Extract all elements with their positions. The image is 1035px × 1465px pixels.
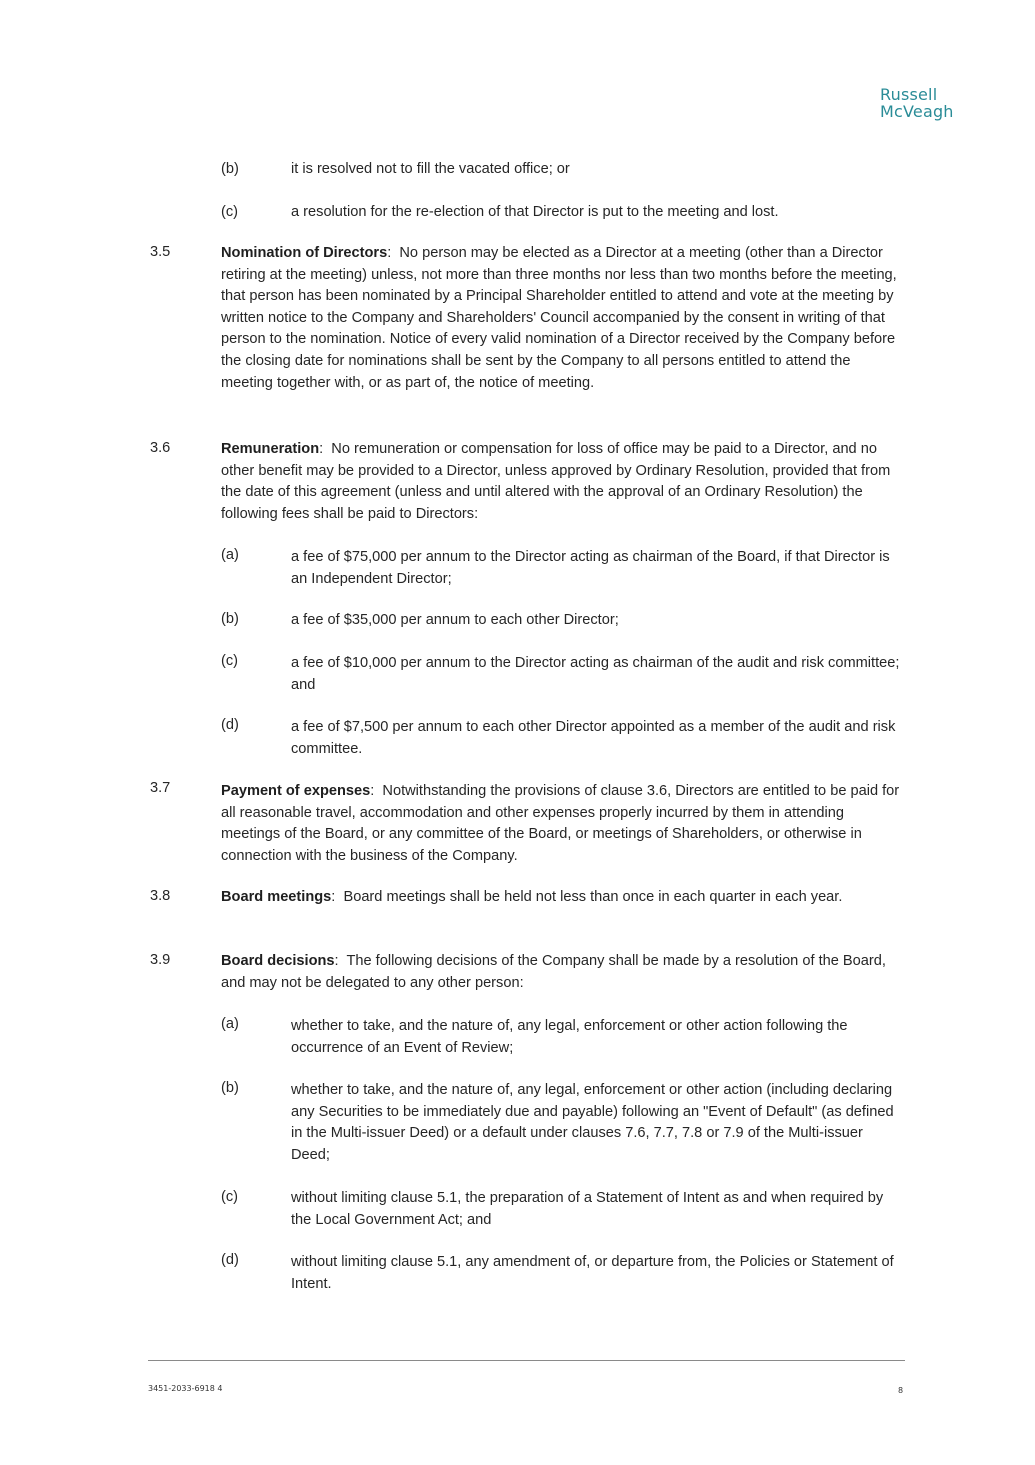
clause-body: The following decisions of the Company s… (221, 953, 886, 991)
item-text: without limiting clause 5.1, any amendme… (291, 1254, 894, 1292)
clause-heading: Remuneration (221, 441, 320, 457)
clause-paragraph: Board decisions: The following decisions… (221, 953, 886, 991)
firm-logo: Russell McVeagh (880, 86, 954, 120)
clause-paragraph: Board meetings: Board meetings shall be … (221, 889, 843, 905)
item-text: a fee of $7,500 per annum to each other … (291, 719, 896, 757)
clause-paragraph: Payment of expenses: Notwithstanding the… (221, 783, 900, 864)
clause-number: 3.9 (150, 952, 171, 968)
logo-line-1: Russell (880, 85, 938, 104)
clause-body: Notwithstanding the provisions of clause… (221, 783, 900, 864)
clause-number: 3.7 (150, 780, 171, 796)
clause-body: No person may be elected as a Director a… (221, 245, 897, 391)
item-text: a resolution for the re-election of that… (291, 204, 779, 220)
item-label: (b) (221, 1080, 239, 1096)
logo-line-2: McVeagh (880, 102, 954, 121)
clause-heading: Payment of expenses (221, 783, 371, 799)
footer-divider (148, 1360, 905, 1361)
clause-number: 3.8 (150, 888, 171, 904)
clause-heading: Board decisions (221, 953, 335, 969)
item-text: it is resolved not to fill the vacated o… (291, 161, 570, 177)
item-label: (a) (221, 1016, 239, 1032)
item-label: (c) (221, 1189, 239, 1205)
clause-heading: Nomination of Directors (221, 245, 388, 261)
item-label: (c) (221, 204, 239, 220)
item-label: (d) (221, 1252, 239, 1268)
item-text: a fee of $75,000 per annum to the Direct… (291, 549, 890, 587)
clause-paragraph: Remuneration: No remuneration or compens… (221, 441, 891, 522)
clause-heading: Board meetings (221, 889, 332, 905)
item-label: (b) (221, 611, 239, 627)
item-label: (b) (221, 161, 239, 177)
item-label: (c) (221, 653, 239, 669)
item-text: a fee of $10,000 per annum to the Direct… (291, 655, 900, 693)
clause-body: Board meetings shall be held not less th… (343, 889, 843, 905)
clause-number: 3.5 (150, 244, 171, 260)
clause-number: 3.6 (150, 440, 171, 456)
item-text: whether to take, and the nature of, any … (291, 1082, 894, 1163)
item-text: a fee of $35,000 per annum to each other… (291, 612, 619, 628)
clause-body: No remuneration or compensation for loss… (221, 441, 891, 522)
item-text: whether to take, and the nature of, any … (291, 1018, 848, 1056)
document-reference: 3451-2033-6918 4 (148, 1384, 223, 1393)
clause-paragraph: Nomination of Directors: No person may b… (221, 245, 897, 391)
item-text: without limiting clause 5.1, the prepara… (291, 1190, 884, 1228)
page-number: 8 (898, 1386, 904, 1395)
item-label: (a) (221, 547, 239, 563)
item-label: (d) (221, 717, 239, 733)
